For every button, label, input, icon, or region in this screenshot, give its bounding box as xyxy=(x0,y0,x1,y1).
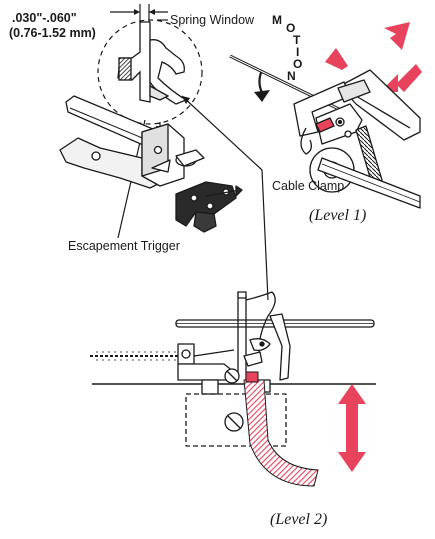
cable-clamp-label: Cable Clamp xyxy=(272,179,345,193)
level-2-assembly xyxy=(90,291,376,447)
level-1-caption: (Level 1) xyxy=(309,207,367,224)
double-headed-arrow-top xyxy=(325,22,410,70)
escapement-trigger-label: Escapement Trigger xyxy=(68,239,180,253)
gap-dimension-mm: (0.76-1.52 mm) xyxy=(9,26,96,40)
cable-clamp-assembly xyxy=(229,54,421,209)
motion-letter-1: M xyxy=(272,13,282,27)
dimension-detail xyxy=(110,4,168,22)
motion-letter-2: O xyxy=(286,21,296,35)
motion-letter-3: T xyxy=(293,33,301,47)
double-headed-arrow-vertical xyxy=(338,384,366,472)
motion-letter-5: O xyxy=(293,57,303,71)
magnifier-circle xyxy=(97,19,203,125)
motion-letter-4: I xyxy=(296,45,300,59)
magnified-trigger xyxy=(117,21,188,105)
spring-window-label: Spring Window xyxy=(170,13,255,27)
pink-cable xyxy=(243,371,319,487)
gap-dimension-inch: .030"-.060" xyxy=(12,11,77,25)
level-2-caption: (Level 2) xyxy=(270,511,328,528)
motion-letter-6: N xyxy=(287,69,296,83)
escapement-mechanism xyxy=(59,95,243,233)
